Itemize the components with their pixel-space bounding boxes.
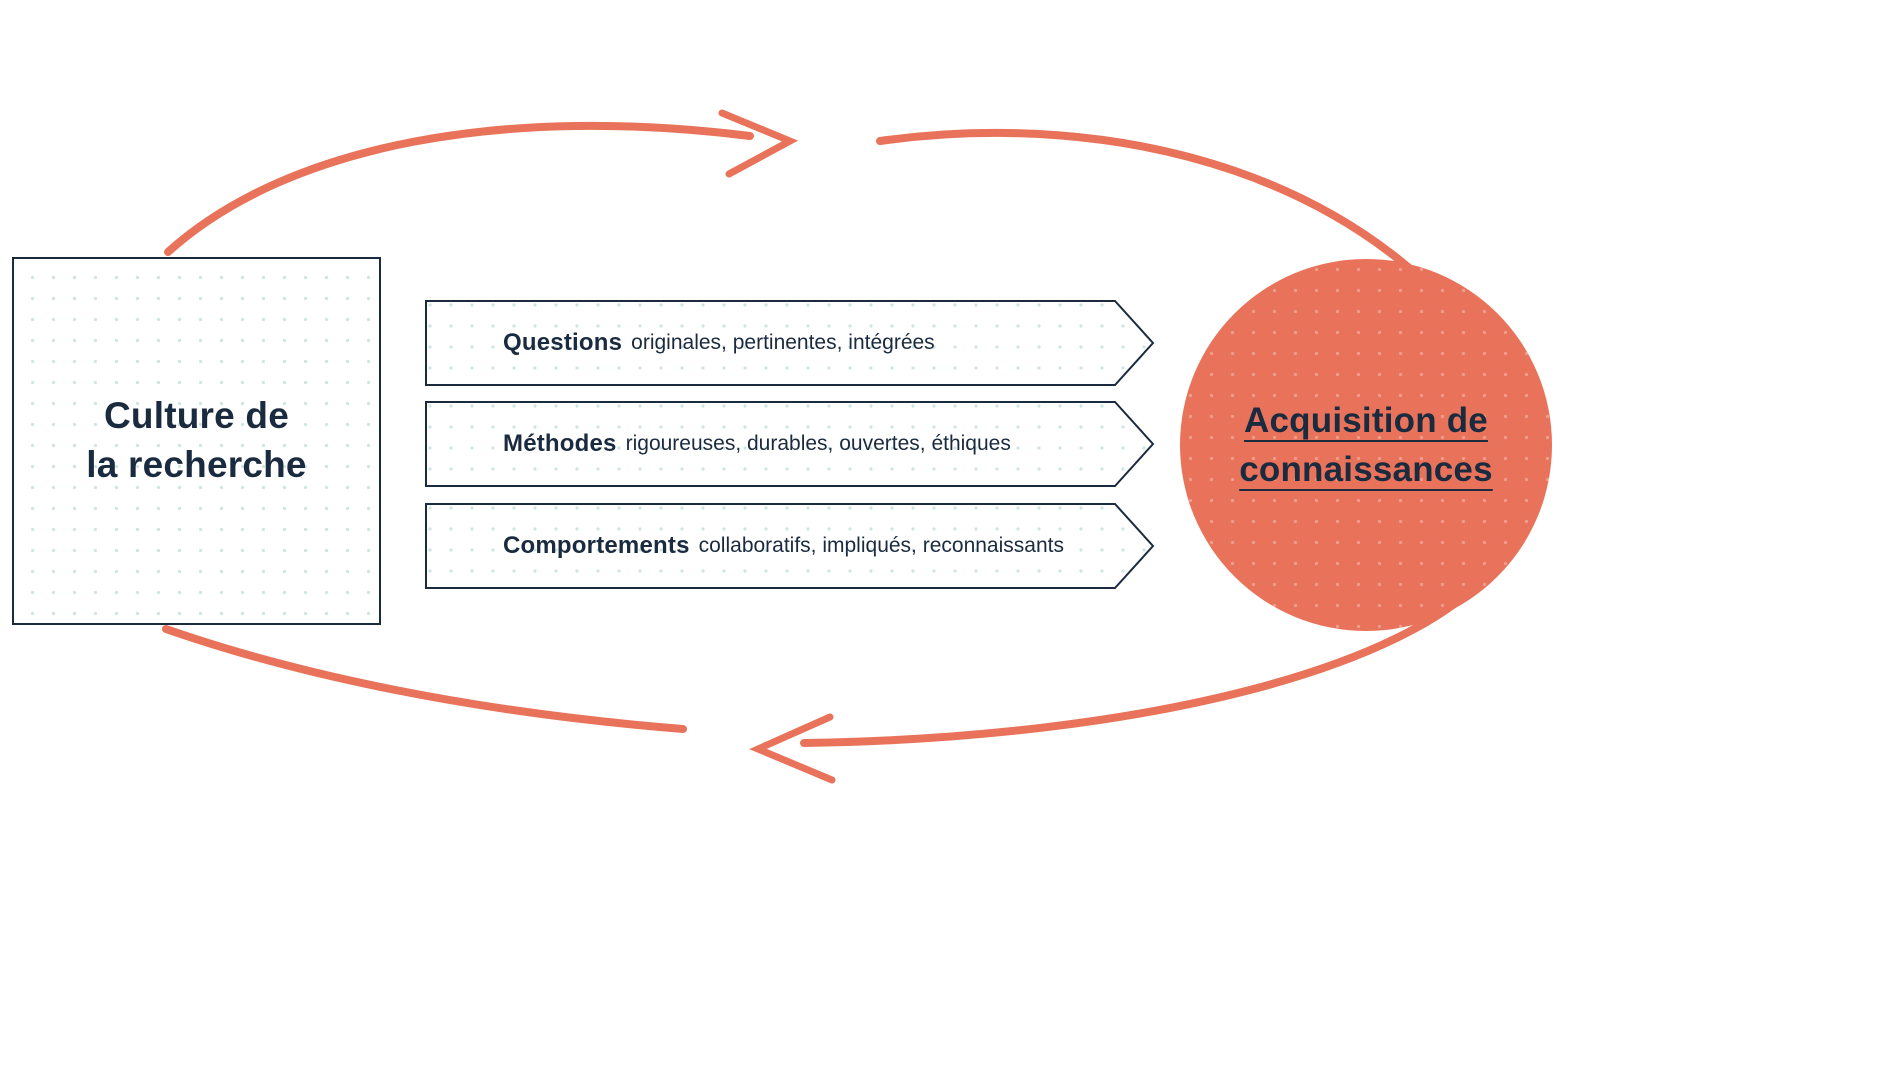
chevron-shape [425,503,1155,589]
process-box-comportements: Comportements collaboratifs, impliqués, … [425,503,1155,589]
acquisition-title-line1: Acquisition de [1244,401,1488,440]
process-label: Méthodes [503,430,617,457]
process-box-text: Méthodes rigoureuses, durables, ouvertes… [503,401,1011,487]
process-label: Comportements [503,532,690,559]
culture-box: Culture de la recherche [12,257,381,625]
chevron-shape [425,300,1155,386]
process-box-text: Questions originales, pertinentes, intég… [503,300,935,386]
process-description: originales, pertinentes, intégrées [631,331,935,354]
process-box-questions: Questions originales, pertinentes, intég… [425,300,1155,386]
acquisition-circle: Acquisition de connaissances [1180,259,1552,631]
culture-box-title: Culture de la recherche [86,392,306,490]
culture-title-line1: Culture de [104,395,289,437]
process-box-text: Comportements collaboratifs, impliqués, … [503,503,1064,589]
process-description: collaboratifs, impliqués, reconnaissants [698,534,1064,557]
process-box-methodes: Méthodes rigoureuses, durables, ouvertes… [425,401,1155,487]
acquisition-title-line2: connaissances [1239,450,1493,489]
process-label: Questions [503,329,623,356]
acquisition-circle-title: Acquisition de connaissances [1239,396,1493,494]
culture-title-line2: la recherche [86,444,307,485]
process-description: rigoureuses, durables, ouvertes, éthique… [625,432,1011,455]
chevron-shape [425,401,1155,487]
